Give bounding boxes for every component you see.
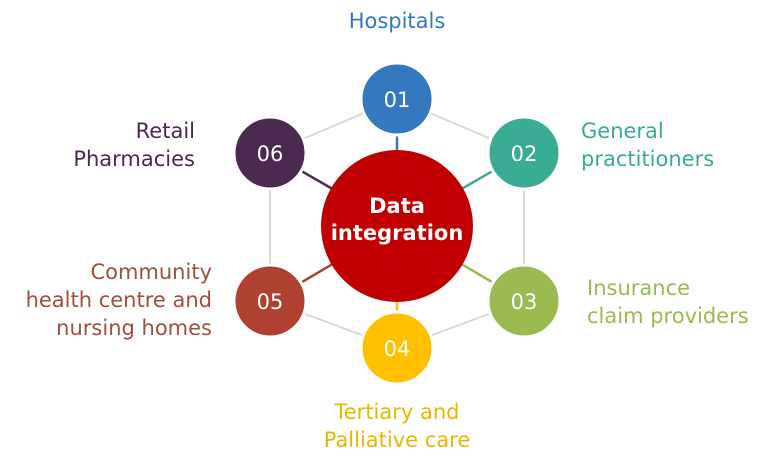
node-insurance-claim-providers: 03	[486, 263, 562, 339]
label-tertiary-palliative-care: Tertiary and Palliative care	[277, 398, 517, 454]
node-number: 05	[257, 290, 284, 314]
node-retail-pharmacies: 06	[232, 115, 308, 191]
spoke-connector	[456, 260, 497, 286]
label-line: health centre and	[25, 288, 212, 312]
node-general-practitioners: 02	[486, 115, 562, 191]
node-circle	[232, 263, 308, 339]
node-community-health-centre: 05	[232, 263, 308, 339]
label-insurance-claim-providers: Insurance claim providers	[587, 274, 749, 330]
label-line: Tertiary and	[334, 400, 460, 424]
label-line: Community	[90, 260, 212, 284]
label-general-practitioners: General practitioners	[581, 117, 714, 173]
node-hospitals: 01	[359, 61, 435, 137]
node-number: 02	[511, 142, 538, 166]
node-number: 06	[257, 142, 284, 166]
label-line: Retail	[135, 119, 195, 143]
node-tertiary-palliative-care: 04	[359, 310, 435, 386]
center-title-line1: Data	[369, 194, 425, 218]
spoke-connector	[297, 168, 337, 193]
label-line: claim providers	[587, 304, 749, 328]
node-circle	[486, 115, 562, 191]
node-number: 04	[384, 337, 411, 361]
node-number: 01	[384, 88, 411, 112]
label-line: Insurance	[587, 276, 691, 300]
label-community-health-centre: Community health centre and nursing home…	[12, 258, 212, 342]
node-circle	[359, 61, 435, 137]
node-circle	[359, 310, 435, 386]
label-hospitals: Hospitals	[297, 7, 497, 35]
label-line: nursing homes	[56, 316, 212, 340]
label-line: Pharmacies	[73, 147, 195, 171]
spoke-connector	[297, 260, 338, 286]
label-retail-pharmacies: Retail Pharmacies	[35, 117, 195, 173]
label-line: practitioners	[581, 147, 715, 171]
node-circle	[232, 115, 308, 191]
node-number: 03	[511, 290, 538, 314]
center-title-line2: integration	[331, 221, 464, 245]
label-line: Hospitals	[348, 9, 446, 33]
node-circle	[486, 263, 562, 339]
spoke-connector	[457, 168, 497, 193]
label-line: General	[581, 119, 664, 143]
center-circle	[321, 150, 473, 302]
label-line: Palliative care	[323, 428, 471, 452]
